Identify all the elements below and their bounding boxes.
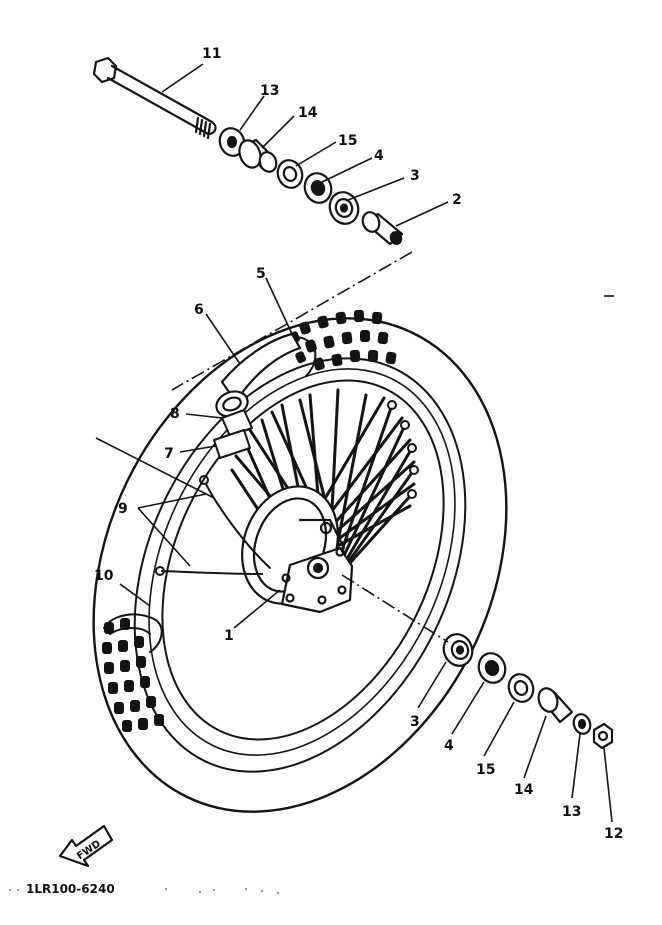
part-labels: 11 13 14 15 4 3 2 5 6 8 7 9 10 1 3 4 15 … xyxy=(94,46,623,842)
label-3-top: 3 xyxy=(410,168,420,184)
label-13-bottom: 13 xyxy=(562,804,581,820)
label-13-top: 13 xyxy=(260,83,279,99)
axle-nut xyxy=(592,722,614,750)
label-15-top: 15 xyxy=(338,133,357,149)
label-2: 2 xyxy=(452,192,462,208)
label-6: 6 xyxy=(194,302,204,318)
label-11: 11 xyxy=(202,46,221,62)
bottom-washer xyxy=(572,713,592,735)
assembly-lines xyxy=(171,251,449,643)
top-washer xyxy=(218,127,246,157)
fwd-arrow-badge: FWD xyxy=(58,824,114,868)
label-4-bottom: 4 xyxy=(444,738,454,754)
label-1: 1 xyxy=(224,628,234,644)
label-15-bottom: 15 xyxy=(476,762,495,778)
inner-tube xyxy=(215,332,302,418)
top-oil-seal xyxy=(276,159,304,189)
bottom-collar xyxy=(537,687,574,724)
speedometer-cable xyxy=(155,475,271,576)
label-7: 7 xyxy=(164,446,174,462)
spacer xyxy=(361,211,404,246)
top-collar xyxy=(238,138,278,173)
bottom-oil-seal xyxy=(507,673,535,703)
bottom-bearing xyxy=(442,633,474,667)
valve-stem xyxy=(213,429,251,459)
label-5: 5 xyxy=(256,266,266,282)
label-14-bottom: 14 xyxy=(514,782,534,798)
label-10: 10 xyxy=(94,568,114,584)
leader-lines xyxy=(95,63,613,823)
axle-bolt xyxy=(92,56,217,140)
spoke-nipples xyxy=(387,400,419,499)
label-3-bottom: 3 xyxy=(410,714,420,730)
hub xyxy=(241,485,354,614)
top-bearing xyxy=(328,191,360,225)
label-14-top: 14 xyxy=(298,105,318,121)
bottom-spacer-flange xyxy=(477,652,507,684)
drawing-code: 1LR100-6240 xyxy=(26,882,115,896)
label-8: 8 xyxy=(170,406,180,422)
label-4-top: 4 xyxy=(374,148,384,164)
label-9: 9 xyxy=(118,501,128,517)
tread-top xyxy=(289,309,397,371)
scan-specks xyxy=(9,888,279,894)
label-12: 12 xyxy=(604,826,623,842)
